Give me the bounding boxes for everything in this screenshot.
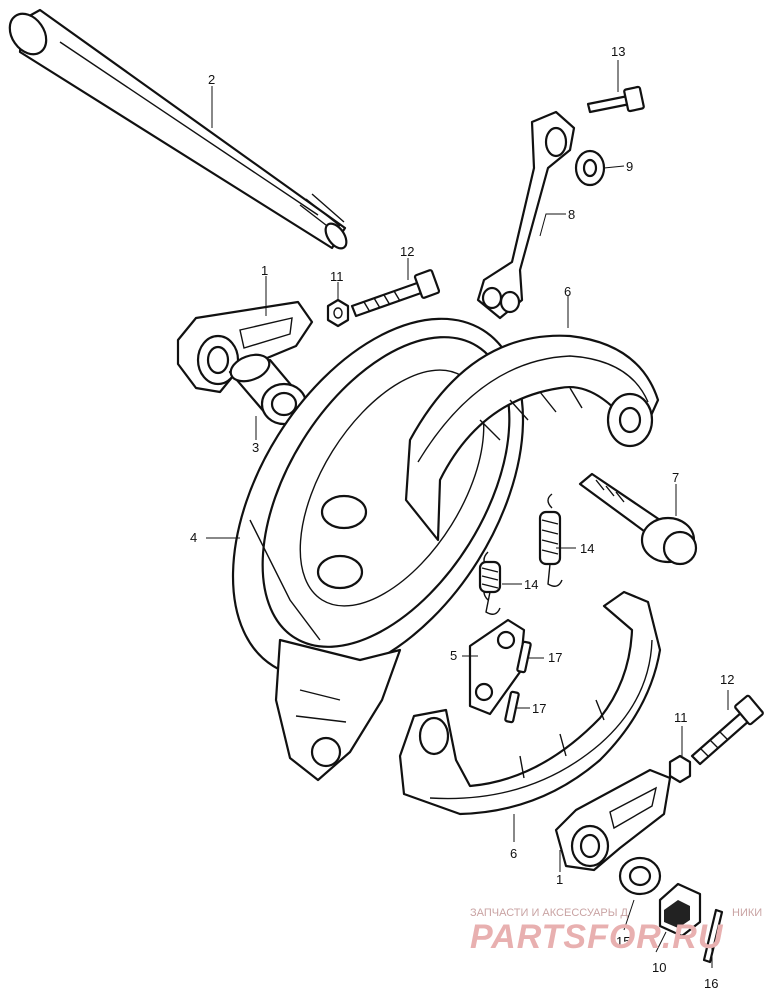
- spring-14-left: [478, 551, 502, 615]
- bolt-12-lower: [690, 694, 764, 766]
- nut-11-lower: [668, 754, 692, 784]
- cam-lever-1-upper: [176, 300, 314, 394]
- callout-11-lower: 11: [674, 710, 688, 725]
- callout-3: 3: [252, 440, 259, 455]
- axle: [8, 8, 348, 250]
- callout-7: 7: [672, 470, 679, 485]
- pin-17-upper: [516, 640, 532, 674]
- bolt-12-upper: [350, 269, 441, 318]
- callout-1-lower: 1: [556, 872, 563, 887]
- spring-14-right: [538, 493, 563, 587]
- callout-17-lower: 17: [532, 701, 546, 716]
- callout-6-upper: 6: [564, 284, 571, 299]
- watermark: ЗАПЧАСТИ И АКСЕССУАРЫ Д НИКИ PARTSFOR.RU: [470, 907, 762, 956]
- callout-10: 10: [652, 960, 666, 975]
- watermark-tagline-end: НИКИ: [732, 907, 762, 919]
- callout-5: 5: [450, 648, 457, 663]
- bolt-13: [586, 85, 645, 114]
- brake-shoe-6-lower: [398, 590, 662, 816]
- callout-8: 8: [568, 207, 575, 222]
- brake-shoe-6-upper: [404, 334, 660, 542]
- plate-5: [468, 618, 526, 716]
- washer-15: [618, 856, 662, 896]
- castle-nut-10: [658, 882, 702, 938]
- cam-7: [578, 472, 698, 566]
- callout-16: 16: [704, 976, 718, 991]
- callout-numbers: 2 13 9 8 12 11 1 3 4 6 7 14 14 5 17 17 6…: [190, 44, 734, 991]
- watermark-tagline: ЗАПЧАСТИ И АКСЕССУАРЫ Д: [470, 907, 629, 919]
- callout-12-lower: 12: [720, 672, 734, 687]
- pin-17-lower: [504, 690, 520, 724]
- callout-13: 13: [611, 44, 625, 59]
- callout-9: 9: [626, 159, 633, 174]
- collar-3: [228, 353, 308, 426]
- callout-4: 4: [190, 530, 197, 545]
- brake-arm-8: [476, 110, 576, 320]
- callout-14-left: 14: [524, 577, 538, 592]
- leader-lines: [206, 60, 729, 968]
- watermark-brand: PARTSFOR.RU: [470, 918, 724, 956]
- callout-14-right: 14: [580, 541, 594, 556]
- callout-6-lower: 6: [510, 846, 517, 861]
- callout-11-upper: 11: [330, 269, 344, 284]
- callout-2: 2: [208, 72, 215, 87]
- washer-9: [574, 149, 606, 187]
- nut-11-upper: [326, 298, 350, 328]
- callout-15: 15: [616, 934, 630, 949]
- callout-17-upper: 17: [548, 650, 562, 665]
- cam-lever-1-lower: [554, 768, 672, 872]
- callout-1-upper: 1: [261, 263, 268, 278]
- callout-12-upper: 12: [400, 244, 414, 259]
- cotter-pin-16: [702, 908, 724, 964]
